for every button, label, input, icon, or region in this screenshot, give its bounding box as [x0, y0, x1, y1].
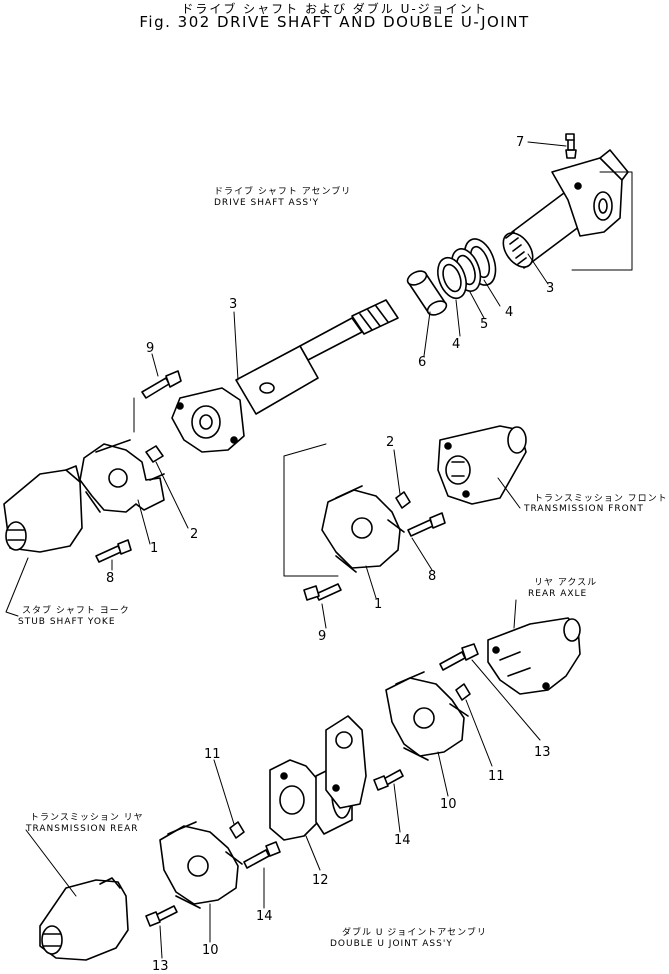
slip-yoke-upper: [502, 149, 629, 269]
callout-4-upper: 4: [505, 305, 514, 320]
callout-2-middle: 2: [386, 435, 395, 450]
rear-axle-label-jp: リヤ アクスル: [534, 578, 598, 588]
u-joint-cross-1-middle: [321, 485, 405, 573]
stub-shaft-yoke-label-jp: スタブ シャフト ヨーク: [22, 606, 130, 616]
callout-11-left: 11: [204, 747, 221, 762]
callout-13-right: 13: [534, 745, 551, 760]
figure-title: Fig. 302 DRIVE SHAFT AND DOUBLE U-JOINT: [139, 13, 530, 31]
callout-8-left: 8: [106, 571, 115, 586]
u-joint-cross-10-left: [159, 821, 243, 909]
bolt-8-middle: [407, 512, 446, 537]
callout-4-lower: 4: [452, 337, 461, 352]
callout-5: 5: [480, 317, 489, 332]
bolt-8-left: [95, 539, 132, 563]
bolt-14-right: [373, 769, 404, 791]
callout-10-left: 10: [202, 943, 219, 958]
bolt-11-right: [455, 683, 471, 701]
transmission-rear-label: TRANSMISSION REAR: [26, 824, 139, 834]
callout-14-right: 14: [394, 833, 411, 848]
center-yoke-12: [269, 715, 367, 841]
transmission-front-yoke: [437, 425, 527, 505]
grease-fitting-7: [565, 133, 577, 159]
transmission-rear-label-jp: トランスミッション リヤ: [30, 813, 144, 823]
transmission-front-label-jp: トランスミッション フロント: [534, 494, 668, 504]
bolt-14-left: [243, 841, 281, 869]
callout-3-lower: 3: [229, 297, 238, 312]
rear-axle-label: REAR AXLE: [528, 589, 588, 599]
drive-shaft-assy-label-jp: ドライブ シャフト アセンブリ: [214, 187, 352, 197]
bolt-9-upper: [141, 370, 182, 399]
callout-12: 12: [312, 873, 329, 888]
bolt-11-left: [229, 821, 245, 839]
callout-1-left: 1: [150, 541, 159, 556]
callout-3-upper: 3: [546, 281, 555, 296]
drive-shaft-3: [171, 299, 399, 453]
bolt-2-middle: [395, 491, 411, 509]
callout-7: 7: [516, 135, 525, 150]
callout-11-right: 11: [488, 769, 505, 784]
rear-axle-yoke: [487, 617, 581, 695]
callout-10-right: 10: [440, 797, 457, 812]
stub-shaft-yoke-label: STUB SHAFT YOKE: [18, 617, 116, 627]
transmission-front-label: TRANSMISSION FRONT: [524, 504, 644, 514]
callout-6: 6: [418, 355, 427, 370]
callout-14-left: 14: [256, 909, 273, 924]
outline-bracket-middle: [283, 443, 339, 577]
callout-13-left: 13: [152, 959, 169, 974]
figure-title-japanese: ドライブ シャフト および ダブル U-ジョイント: [181, 2, 488, 16]
callout-9-middle: 9: [318, 629, 327, 644]
transmission-rear-yoke: [39, 877, 129, 961]
u-joint-cross-1-left: [79, 439, 165, 513]
callout-1-middle: 1: [374, 597, 383, 612]
bolt-9-middle: [303, 583, 342, 601]
seal-rings-4-5: [437, 238, 497, 300]
double-u-joint-assy-label-jp: ダブル U ジョイントアセンブリ: [342, 928, 487, 938]
double-u-joint-assy-label: DOUBLE U JOINT ASS'Y: [330, 939, 453, 949]
u-joint-cross-10-right: [385, 671, 469, 761]
callout-2-left: 2: [190, 527, 199, 542]
outline-bracket-upper: [571, 171, 633, 271]
bolt-13-left: [145, 905, 178, 927]
bolt-13-right: [439, 643, 479, 671]
leader-lines: [5, 141, 567, 959]
sleeve-6: [406, 270, 448, 316]
bolt-2-left: [145, 445, 164, 463]
callout-8-middle: 8: [428, 569, 437, 584]
callout-9-upper: 9: [146, 341, 155, 356]
stub-shaft-yoke: [3, 465, 83, 553]
drive-shaft-assy-label: DRIVE SHAFT ASS'Y: [214, 198, 320, 208]
